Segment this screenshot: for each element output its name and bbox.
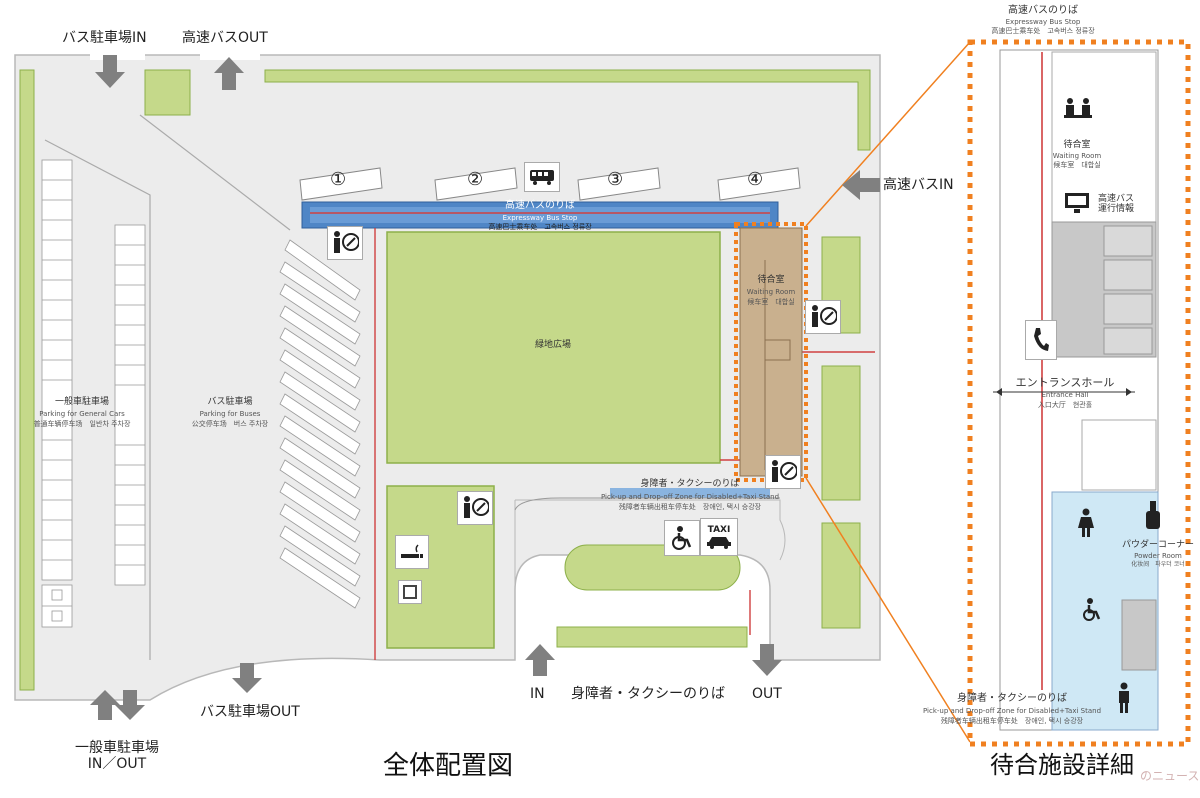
general-parking-label: 一般車駐車場	[54, 397, 110, 407]
detail-pickup-label-other: 残障者车辆出租车停车处 장애인, 택시 승강장	[940, 717, 1084, 725]
general-parking-inout-label: 一般車駐車場 IN／OUT	[75, 740, 159, 773]
general-parking-spaces	[41, 159, 146, 586]
bay-number-3: ③	[607, 169, 624, 190]
restroom-icon	[457, 491, 493, 525]
connector-bottom	[805, 477, 971, 743]
parking-divider	[44, 139, 151, 660]
ashtray-icon	[398, 580, 422, 604]
bus-stop-label-other: 高速巴士乘车处 고속버스 정류장	[488, 223, 592, 231]
pickup-label: 身障者・タクシーのりば	[640, 479, 740, 489]
green-strip-right-3	[821, 522, 861, 629]
green-strip-left	[19, 69, 35, 691]
restroom-icon	[327, 226, 363, 260]
bay-number-1: ①	[330, 169, 347, 190]
detail-waiting-room-label-en: Waiting Room	[1052, 152, 1102, 160]
detail-waiting-room-label: 待合室	[1063, 140, 1091, 150]
smoking-area-icon	[395, 535, 429, 569]
entrance-hall-label-other: 入口大厅 현관홀	[1037, 401, 1093, 409]
taxi-sign: TAXI	[707, 525, 731, 535]
accessible-restroom-icon	[1078, 595, 1106, 625]
taxi-stand-label: 身障者・タクシーのりば	[571, 686, 725, 702]
detail-waiting-room-label-other: 候车室 대합실	[1053, 161, 1101, 169]
green-strip-top-left	[144, 69, 191, 116]
bus-stop-label-en: Expressway Bus Stop	[502, 214, 578, 222]
pickup-label-other: 残障者车辆出租车停车处 장애인, 택시 승강장	[618, 503, 762, 511]
bay-number-4: ④	[747, 169, 764, 190]
bus-parking-label: バス駐車場	[207, 397, 253, 407]
restroom-icon	[765, 455, 801, 489]
in-label: IN	[530, 686, 545, 702]
powder-room-label: パウダーコーナー	[1121, 540, 1195, 550]
bus-lane-divider	[139, 114, 291, 231]
wheelchair-icon	[664, 520, 700, 556]
powder-room-label-other: 化妆间 파우더 코너	[1131, 561, 1185, 568]
connector-top	[805, 41, 971, 227]
bus-parking-label-en: Parking for Buses	[199, 410, 261, 418]
taxi-icon: TAXI	[700, 518, 738, 556]
general-parking-label-en: Parking for General Cars	[39, 410, 125, 418]
watermark: のニュース	[1140, 769, 1200, 783]
expressway-bus-in-label: 高速バスIN	[883, 177, 954, 193]
out-label: OUT	[752, 686, 782, 702]
bus-parking-in-label: バス駐車場IN	[62, 30, 147, 46]
green-plaza	[386, 231, 721, 464]
female-restroom-icon	[1072, 505, 1100, 541]
phone-icon	[1025, 320, 1057, 360]
expressway-bus-out-label: 高速バスOUT	[182, 30, 268, 46]
pickup-zone	[610, 488, 770, 498]
bus-parking-out-label: バス駐車場OUT	[200, 704, 300, 720]
male-restroom-icon	[1110, 680, 1138, 716]
detail-bus-stop-label: 高速バスのりば	[1008, 5, 1078, 16]
pickup-roundabout	[514, 499, 786, 660]
restroom-icon	[805, 300, 841, 334]
bay-number-2: ②	[467, 169, 484, 190]
bus-bays	[299, 167, 801, 201]
detail-pickup-label: 身障者・タクシーのりば	[957, 693, 1067, 704]
overview-title: 全体配置図	[383, 751, 514, 781]
green-strip-top-right	[264, 69, 871, 151]
roundabout-island	[564, 544, 741, 591]
green-strip-bottom	[556, 626, 748, 648]
bus-info-label: 高速バス 運行情報	[1098, 194, 1135, 215]
detail-pickup-label-en: Pick-up and Drop-off Zone for Disabled+T…	[922, 707, 1102, 715]
powder-room-icon	[1140, 494, 1166, 534]
waiting-room-label-en: Waiting Room	[746, 288, 796, 296]
pickup-label-en: Pick-up and Drop-off Zone for Disabled+T…	[600, 493, 780, 501]
detail-bus-stop-label-en: Expressway Bus Stop	[1005, 18, 1081, 26]
waiting-room-building	[739, 227, 803, 477]
waiting-room-icon	[1060, 95, 1096, 125]
waiting-room-label-other: 候车室 대합실	[747, 298, 795, 306]
bus-icon	[524, 162, 560, 192]
detail-bus-stop-label-other: 高速巴士乘车处 고속버스 정류장	[991, 27, 1095, 35]
powder-room-label-en: Powder Room	[1134, 552, 1182, 560]
entrance-hall-label-en: Entrance Hall	[1041, 391, 1089, 399]
bus-stop-label: 高速バスのりば	[505, 200, 575, 211]
bus-parking-spaces	[279, 239, 361, 609]
entrance-hall-label: エントランスホール	[1015, 376, 1115, 389]
detail-title: 待合施設詳細	[990, 751, 1134, 779]
flow-arrows	[90, 55, 880, 720]
accessible-parking	[41, 584, 73, 628]
waiting-room-label: 待合室	[757, 275, 785, 285]
green-strip-right-2	[821, 365, 861, 501]
monitor-icon	[1062, 190, 1092, 216]
green-plaza-label: 緑地広場	[534, 340, 572, 350]
general-parking-label-other: 普通车辆停车场 일반차 주차장	[33, 420, 131, 428]
bus-parking-label-other: 公交停车场 버스 주차장	[191, 420, 269, 428]
